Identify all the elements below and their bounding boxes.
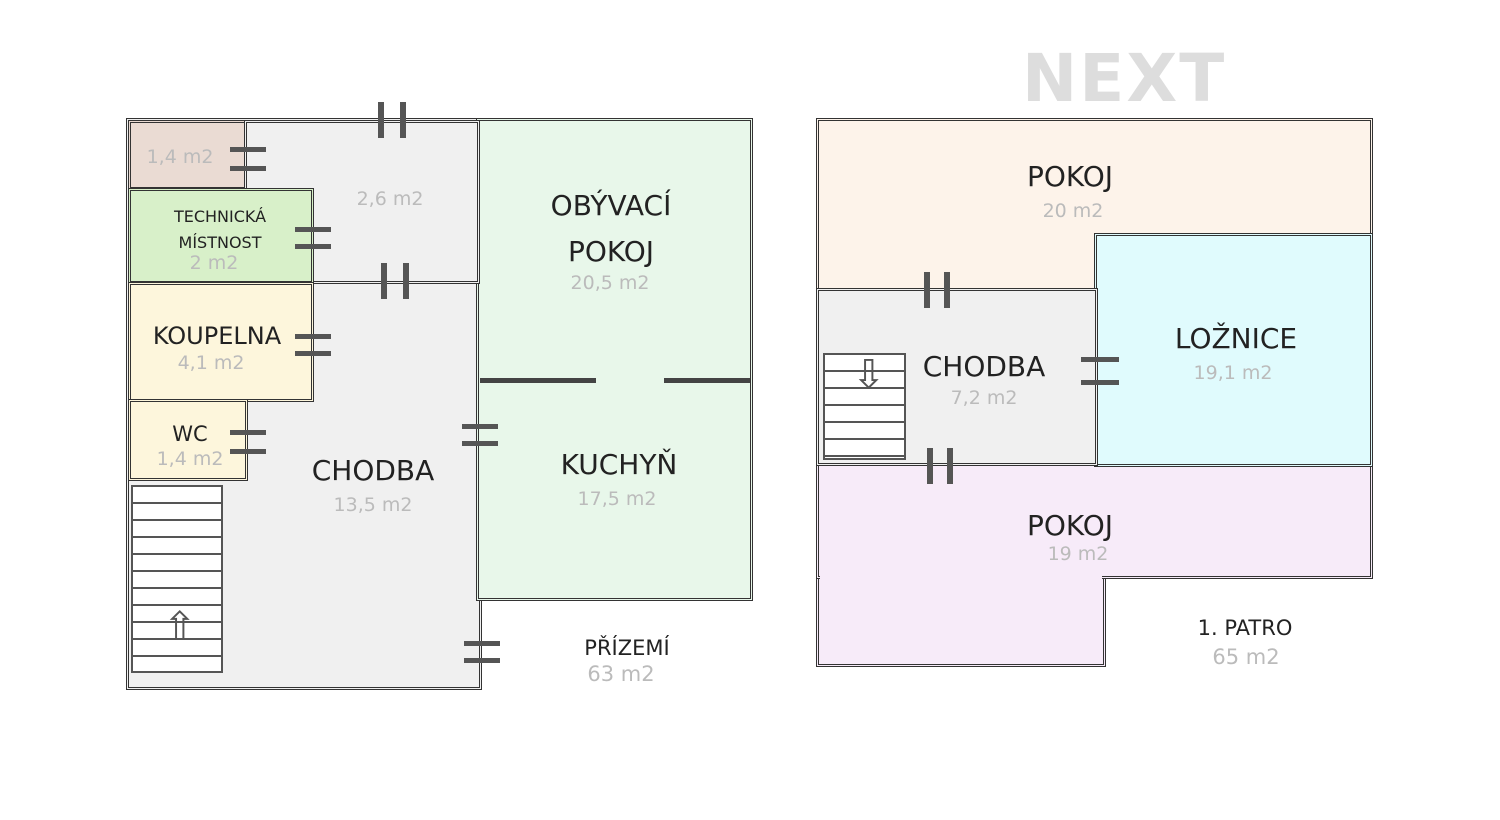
room-label: OBÝVACÍ POKOJ	[550, 189, 672, 268]
area-label: 2 m2	[189, 252, 239, 274]
room-wc	[128, 399, 248, 481]
area-label: 13,5 m2	[333, 494, 413, 516]
area-label: 20 m2	[1042, 200, 1104, 222]
next-logo: NEXT	[1022, 40, 1227, 117]
room-label: KOUPELNA	[152, 322, 282, 350]
staircase	[823, 353, 906, 460]
area-label: 20,5 m2	[570, 272, 650, 294]
room-label: CHODBA	[922, 350, 1046, 383]
area-label: 4,1 m2	[177, 352, 245, 374]
area-label: 1,4 m2	[156, 448, 224, 470]
area-label: 17,5 m2	[577, 488, 657, 510]
floor-label: PŘÍZEMÍ	[584, 636, 670, 660]
area-label: 7,2 m2	[950, 387, 1018, 409]
room-label: POKOJ	[1026, 160, 1114, 193]
floor-area: 65 m2	[1212, 645, 1280, 669]
room-label: KUCHYŇ	[560, 448, 678, 481]
room-label: WC	[172, 422, 208, 446]
room-label: CHODBA	[311, 454, 435, 487]
room-living-kitchen	[476, 118, 753, 601]
area-label: 1,4 m2	[146, 146, 214, 168]
staircase	[131, 485, 223, 673]
area-label: 2,6 m2	[356, 188, 424, 210]
area-label: 19,1 m2	[1193, 362, 1273, 384]
floor-label: 1. PATRO	[1197, 616, 1293, 640]
room-label: POKOJ	[1026, 509, 1114, 542]
arrow-up-icon: ⇧	[163, 604, 197, 650]
room-label: TECHNICKÁ MÍSTNOST	[173, 207, 267, 252]
room-label: LOŽNICE	[1174, 322, 1298, 355]
arrow-down-icon: ⇩	[852, 352, 886, 398]
floor-area: 63 m2	[587, 662, 655, 686]
area-label: 19 m2	[1047, 543, 1109, 565]
